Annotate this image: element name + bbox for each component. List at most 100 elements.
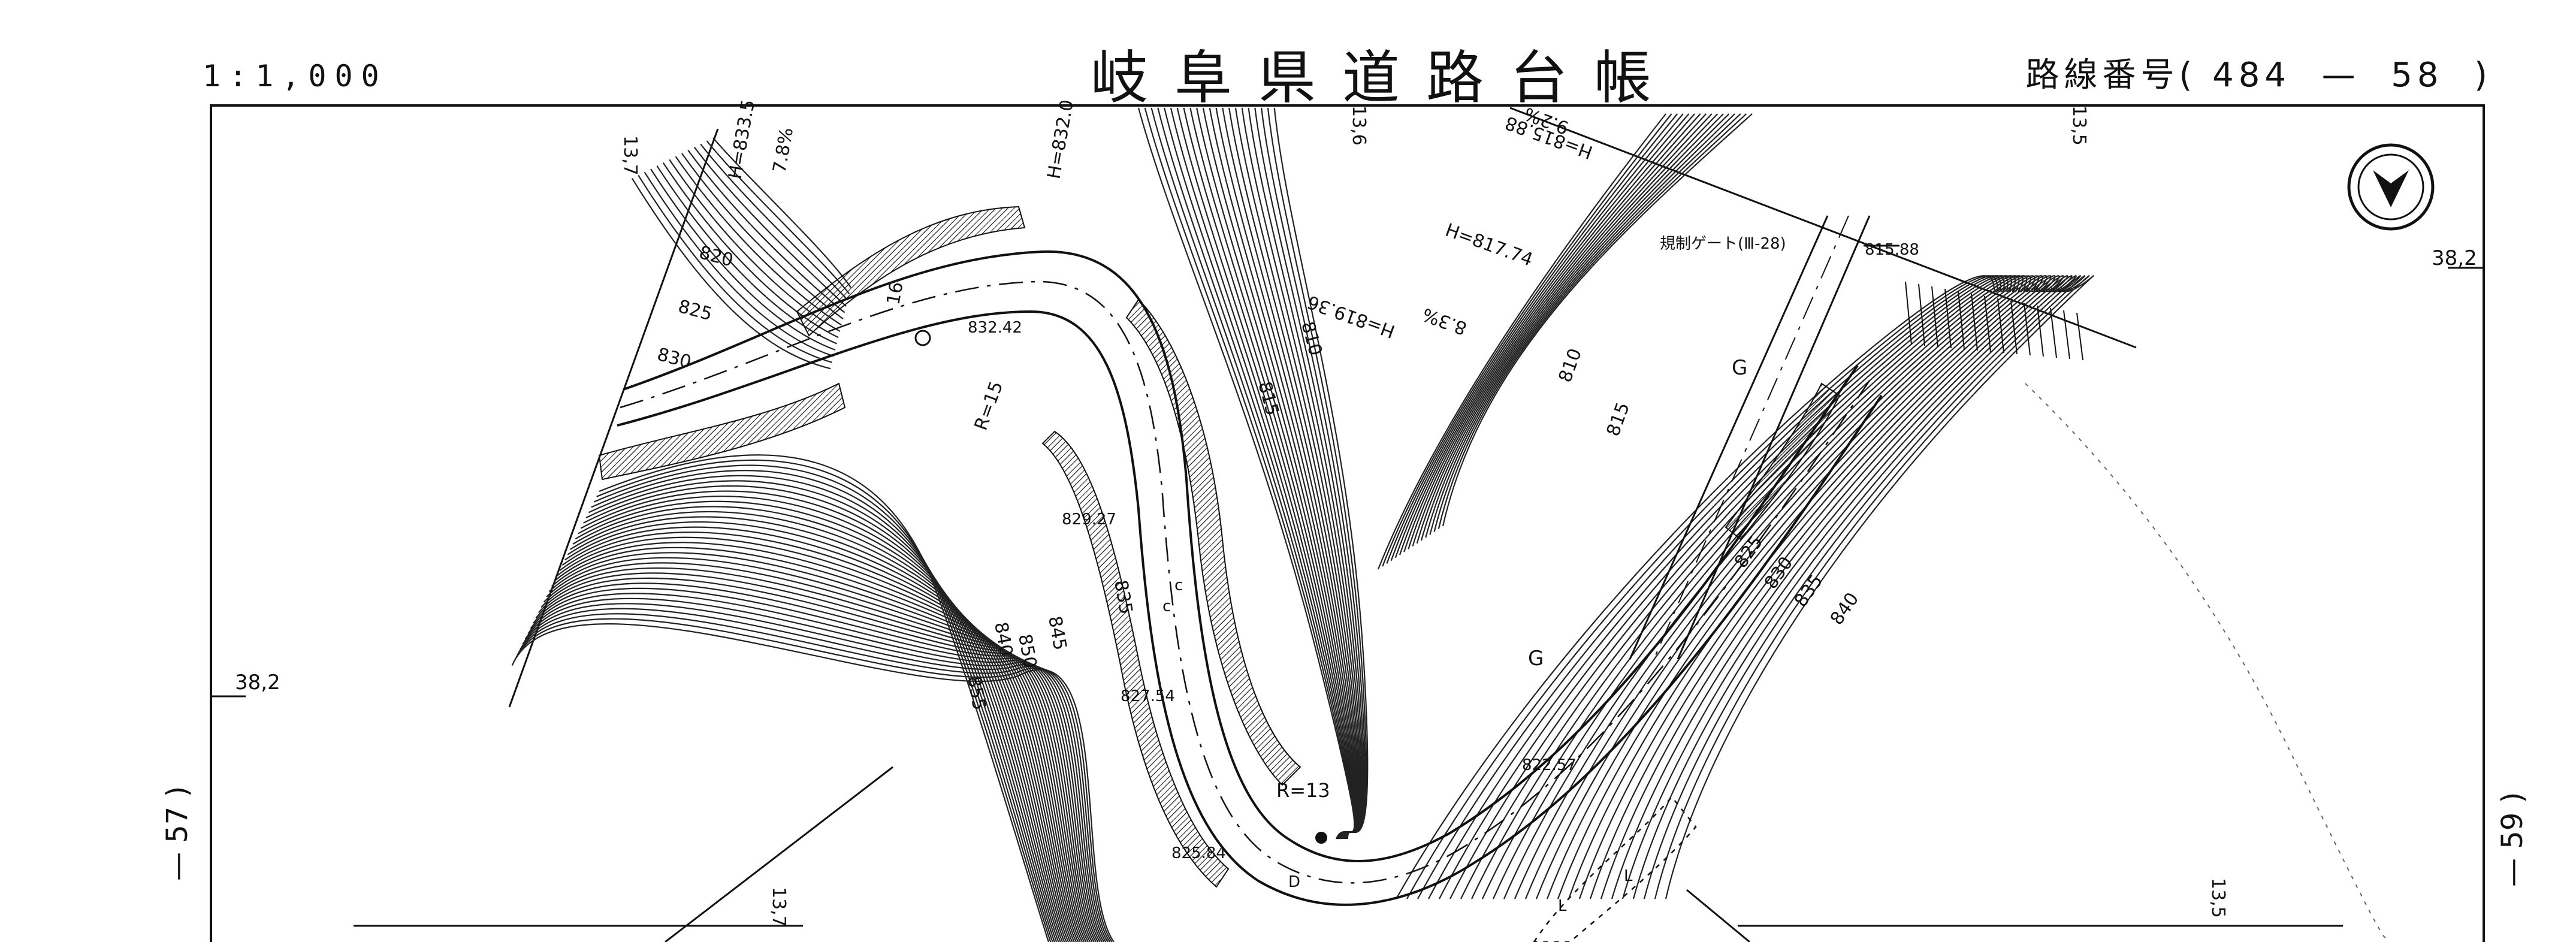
cliff-hatching	[1905, 281, 2083, 361]
contour-line	[1433, 113, 1741, 532]
contour-line	[572, 506, 1070, 942]
contour-line	[551, 547, 1085, 942]
survey-point-north	[914, 330, 931, 346]
sheet-mark: 13,7	[620, 135, 641, 176]
map-letter: L	[1558, 897, 1567, 915]
contour-line	[585, 480, 1059, 942]
cliff-tick	[1984, 295, 1991, 352]
map-letter: G	[1732, 356, 1747, 380]
contour-label: 855	[963, 674, 989, 711]
contour-line	[535, 577, 1097, 942]
contour-line	[1394, 113, 1690, 558]
contour-line	[1399, 113, 1695, 555]
cliff-tick	[2076, 312, 2083, 361]
contour-label: 845	[1044, 614, 1070, 651]
contour-label: 840	[1826, 589, 1864, 629]
cliff-tick	[1971, 293, 1978, 351]
cliff-tick	[2050, 307, 2057, 358]
north-arrow-icon	[2347, 143, 2435, 231]
cliff-tick	[2063, 310, 2070, 360]
contour-line	[631, 178, 831, 370]
terrain-lines	[508, 107, 2137, 942]
contour-line	[1429, 113, 1735, 535]
elevation-label: 832.42	[968, 319, 1022, 337]
cliff-tick	[1918, 283, 1925, 346]
contour-line	[524, 597, 1105, 942]
contour-line	[1416, 113, 1719, 544]
contour-line	[656, 165, 838, 345]
contour-line	[599, 454, 1050, 942]
contour-lines-west	[511, 137, 1115, 942]
contour-line	[561, 526, 1077, 942]
contour-line	[1589, 275, 2064, 899]
contour-line	[712, 137, 851, 288]
hatched-slope-east	[1725, 382, 1841, 541]
hatched-slope-curve	[1125, 298, 1301, 786]
contour-line	[537, 572, 1095, 942]
contour-line	[1428, 275, 2009, 899]
contour-line	[1420, 113, 1724, 541]
contour-line	[1382, 113, 1672, 567]
hatched-slope-west	[598, 382, 846, 481]
cliff-tick	[1905, 281, 1912, 345]
contour-line	[1535, 275, 2043, 899]
contour-line	[1449, 275, 2014, 899]
page-title: 岐阜県道路台帳	[1091, 44, 1678, 111]
sheet-mark: 13,7	[768, 887, 789, 927]
station-label: 16	[883, 280, 907, 307]
elevation-label: 829.27	[1062, 511, 1116, 529]
contour-line	[522, 603, 1107, 942]
radius-label: R=13	[1276, 779, 1330, 802]
contour-line	[556, 536, 1081, 942]
contour-line	[546, 557, 1089, 942]
elevation-label: 825.84	[1171, 844, 1226, 862]
map-letter: G	[1528, 647, 1544, 671]
cliff-tick	[2037, 305, 2044, 357]
cliff-tick	[1931, 286, 1938, 348]
contour-line	[1438, 113, 1747, 530]
contour-line	[1273, 107, 1369, 840]
contour-line	[530, 587, 1101, 942]
map-letter: D	[1288, 873, 1300, 891]
map-letter: c	[1162, 597, 1171, 615]
contour-line	[588, 475, 1058, 942]
radius-label: R=15	[971, 379, 1008, 433]
grade-label: 7.8%	[769, 126, 798, 174]
sheet-mark: 13,5	[2207, 878, 2228, 918]
contour-label: 835	[1790, 571, 1828, 611]
cliff-tick	[1944, 288, 1952, 349]
contour-line	[1396, 275, 2002, 899]
contour-line	[1578, 275, 2060, 899]
contour-line	[1654, 275, 2090, 899]
hatched-slope-south	[1041, 430, 1230, 888]
branch-road	[1629, 215, 1899, 660]
cliff-tick	[1997, 298, 2004, 354]
contour-line	[1442, 113, 1753, 527]
road-edge-outer	[623, 250, 1859, 862]
route-label: 路線番号	[2025, 56, 2179, 95]
contour-line	[1546, 275, 2047, 899]
contour-label: 825	[676, 296, 714, 325]
elevation-label: 822.57	[1522, 756, 1577, 774]
contour-line	[511, 623, 1115, 942]
contour-line	[650, 168, 836, 351]
contour-line	[567, 516, 1073, 942]
contour-line	[706, 140, 850, 295]
sheet-mark: 13,6	[1348, 105, 1369, 146]
route-dash: —	[2321, 56, 2360, 95]
map-letter: c	[1174, 576, 1183, 594]
road-alignment	[598, 206, 1883, 906]
route-number: 484	[2212, 56, 2291, 95]
contour-line	[564, 521, 1075, 942]
sheet-mark: 38,2	[2432, 246, 2477, 270]
map-scale: 1:1,000	[203, 59, 388, 93]
contour-line	[1403, 113, 1701, 552]
contour-label: 830	[655, 344, 693, 373]
contour-label: 815	[1603, 400, 1634, 439]
contour-line	[1503, 275, 2031, 899]
hatched-slope-north	[796, 206, 1026, 337]
contour-line	[1425, 113, 1730, 538]
contour-line	[1386, 113, 1678, 564]
contour-line	[517, 613, 1111, 942]
